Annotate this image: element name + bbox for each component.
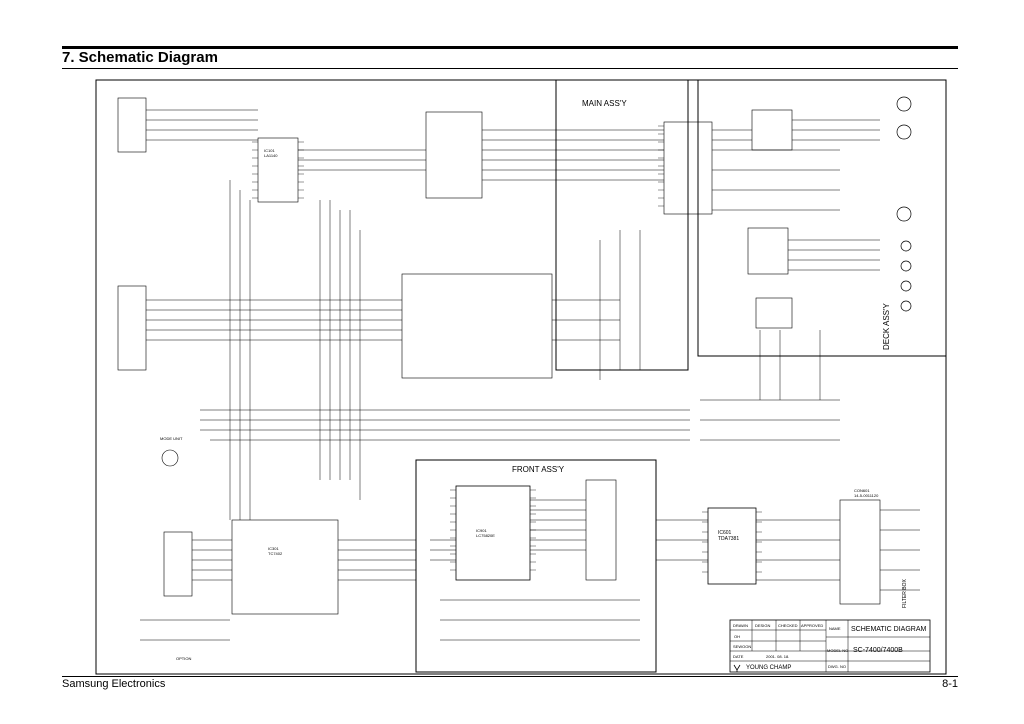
deck-ic-body <box>747 227 789 275</box>
tb-drawn: DRAWN <box>733 623 748 628</box>
deck-assy-box <box>697 79 947 357</box>
tb-model-value: SC-7400/7400B <box>853 647 903 654</box>
head-1-symbol <box>900 240 912 252</box>
tb-date-label: DATE <box>733 654 744 659</box>
ic601-body <box>707 507 757 585</box>
ic-pins <box>252 125 762 573</box>
motor-1-symbol <box>896 96 912 112</box>
tb-date-value: 2001. 08. 18. <box>766 654 789 659</box>
tb-design: DESIGN <box>755 623 770 628</box>
tb-drawer: OH <box>734 634 740 639</box>
display-driver-body <box>585 479 617 581</box>
main-connector-body <box>663 121 713 215</box>
head-3-symbol <box>900 280 912 292</box>
outer-frame <box>95 79 947 675</box>
page-title: 7. Schematic Diagram <box>62 49 218 66</box>
deck-ic3-body <box>751 109 793 151</box>
front-assy-box <box>415 459 657 673</box>
left-connector-mid <box>117 285 147 371</box>
tb-company-logo-icon <box>733 664 741 672</box>
filter-box-label: FILTER BOX <box>902 579 908 608</box>
title-underline <box>62 68 958 69</box>
footer-page-number: 8-1 <box>942 678 958 690</box>
ic201-body <box>401 273 553 379</box>
front-assy-label: FRONT ASS'Y <box>512 465 565 474</box>
tb-name-label: NAME <box>829 626 841 631</box>
wire-network <box>140 109 920 641</box>
tb-dwg-label: DWG. NO <box>828 664 846 669</box>
main-assy-box <box>555 79 689 371</box>
tb-designer: SEWOON <box>733 644 751 649</box>
tb-name-value: SCHEMATIC DIAGRAM <box>851 626 926 633</box>
tb-checked: CHECKED <box>778 623 798 628</box>
left-connector-top <box>117 97 147 153</box>
ic901-body <box>455 485 531 581</box>
footer-rule <box>62 676 958 677</box>
motor-2-symbol <box>896 124 912 140</box>
motor-3-symbol <box>896 206 912 222</box>
head-2-symbol <box>900 260 912 272</box>
ic-main-top-body <box>425 111 483 199</box>
mode-unit-label: MODE UNIT <box>160 436 183 441</box>
top-rule <box>62 46 958 49</box>
tb-approved: APPROVED <box>801 623 823 628</box>
title-block <box>729 619 931 673</box>
tb-company: YOUNG CHAMP <box>746 665 791 671</box>
deck-ic2-body <box>755 297 793 329</box>
deck-assy-label: DECK ASS'Y <box>882 302 891 350</box>
mode-unit-symbol <box>161 449 179 467</box>
footer-company: Samsung Electronics <box>62 678 166 690</box>
head-4-symbol <box>900 300 912 312</box>
con601-body <box>839 499 881 605</box>
option-label: OPTION <box>176 656 191 661</box>
ic301-body <box>231 519 339 615</box>
main-assy-label: MAIN ASS'Y <box>582 99 627 108</box>
left-connector-low <box>163 531 193 597</box>
tb-model-label: MODEL NO <box>827 648 848 653</box>
